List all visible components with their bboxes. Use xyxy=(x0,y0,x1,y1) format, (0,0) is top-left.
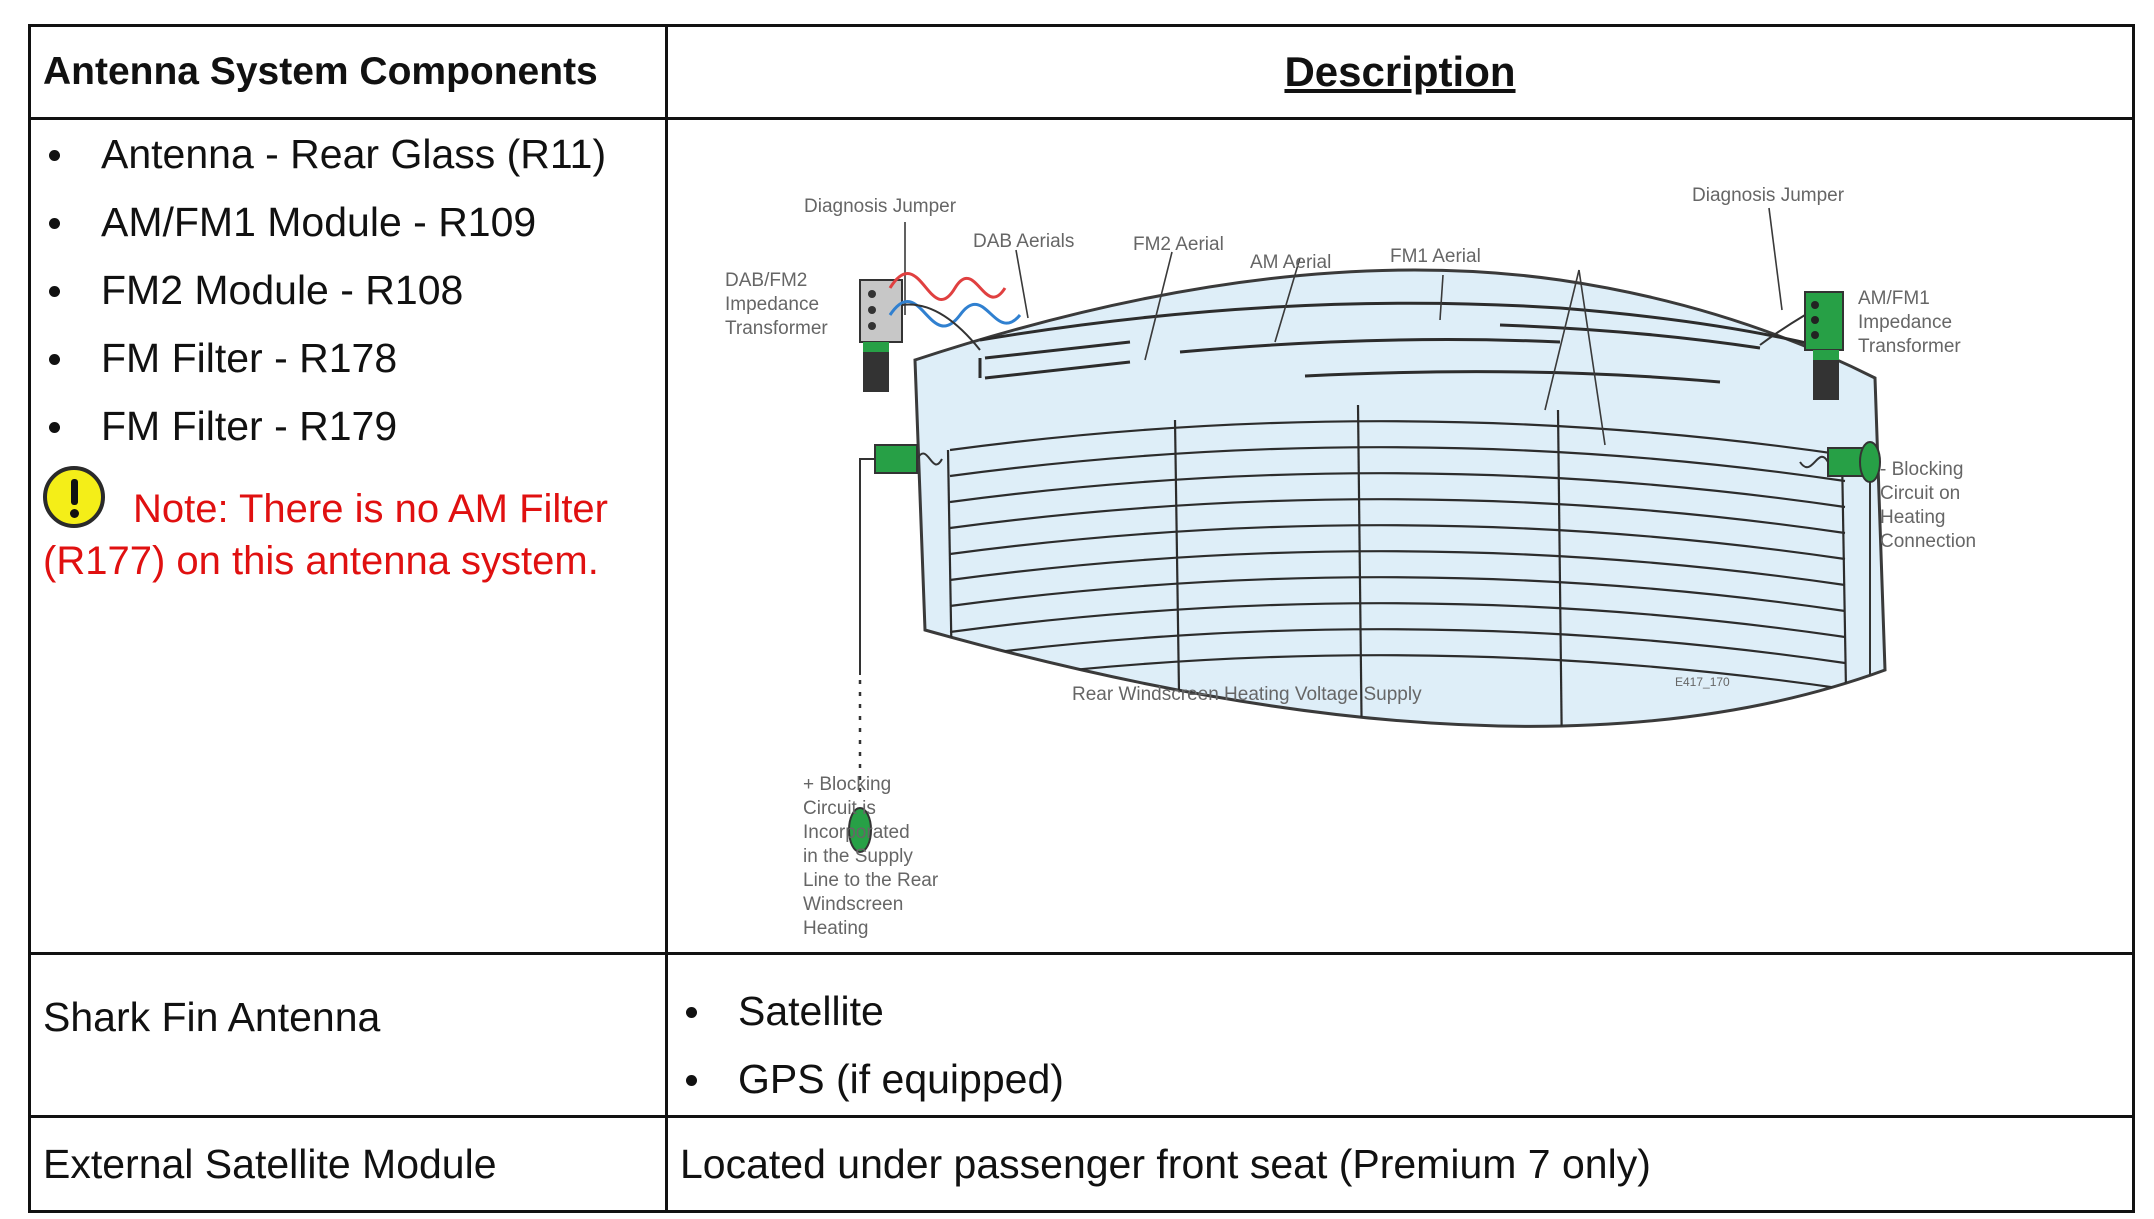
header-components: Antenna System Components xyxy=(28,24,668,120)
label-blocking-heating-line-4: Connection xyxy=(1880,531,1976,552)
warning-exclamation-icon xyxy=(43,466,105,528)
shark-fin-label-cell: Shark Fin Antenna xyxy=(28,952,668,1118)
label-blocking-supply-line-5: Line to the Rear xyxy=(803,870,939,891)
list-item: FM Filter - R178 xyxy=(43,324,653,392)
aerial-elements xyxy=(978,301,1816,384)
table-row-rear-glass: Antenna - Rear Glass (R11) AM/FM1 Module… xyxy=(28,117,2135,955)
label-am-fm1-line-1: AM/FM1 xyxy=(1858,288,1930,309)
left-filter-module xyxy=(848,444,943,853)
right-filter-module xyxy=(1799,441,1881,675)
components-list: Antenna - Rear Glass (R11) AM/FM1 Module… xyxy=(43,122,653,461)
note-block: Note: There is no AM Filter (R177) on th… xyxy=(43,466,653,587)
label-ref-code: E417_170 xyxy=(1675,675,1730,689)
table-row-external-satellite: External Satellite Module Located under … xyxy=(28,1115,2135,1213)
label-dab-aerials: DAB Aerials xyxy=(973,231,1074,252)
label-fm2-aerial: FM2 Aerial xyxy=(1133,234,1224,255)
external-satellite-desc-cell: Located under passenger front seat (Prem… xyxy=(665,1115,2135,1213)
diagram-cell: Diagnosis Jumper DAB Aerials FM2 Aerial … xyxy=(665,117,2135,955)
table-header-row: Antenna System Components Description xyxy=(28,24,2135,120)
wire-blue xyxy=(888,299,1022,328)
shark-fin-list: Satellite GPS (if equipped) xyxy=(680,957,2120,1114)
cable-right xyxy=(1759,314,1806,346)
header-description: Description xyxy=(665,24,2135,120)
shark-fin-label: Shark Fin Antenna xyxy=(43,994,381,1040)
label-blocking-supply-line-1: + Blocking xyxy=(803,774,891,795)
am-fm1-transformer-module xyxy=(1804,291,1844,400)
external-satellite-label-cell: External Satellite Module xyxy=(28,1115,668,1213)
label-blocking-supply-line-7: Heating xyxy=(803,918,869,939)
label-heating-supply: Rear Windscreen Heating Voltage Supply xyxy=(1072,684,1422,705)
label-dab-fm2-line-1: DAB/FM2 xyxy=(725,270,807,291)
list-item: Satellite xyxy=(680,977,2120,1045)
cable-left xyxy=(901,303,981,351)
label-am-fm1-line-2: Impedance xyxy=(1858,312,1952,333)
label-blocking-supply-line-2: Circuit is xyxy=(803,798,876,819)
list-item: FM Filter - R179 xyxy=(43,392,653,460)
note-line-1: Note: There is no AM Filter xyxy=(133,487,608,531)
label-dab-fm2-line-2: Impedance xyxy=(725,294,819,315)
external-satellite-desc: Located under passenger front seat (Prem… xyxy=(680,1140,1651,1187)
label-dab-fm2-line-3: Transformer xyxy=(725,318,828,339)
label-blocking-heating-line-2: Circuit on xyxy=(1880,483,1960,504)
label-blocking-supply-line-3: Incorporated xyxy=(803,822,910,843)
list-item: Antenna - Rear Glass (R11) xyxy=(43,122,653,189)
table-row-shark-fin: Shark Fin Antenna Satellite GPS (if equi… xyxy=(28,952,2135,1118)
list-item: FM2 Module - R108 xyxy=(43,256,653,324)
label-blocking-heating-line-1: - Blocking xyxy=(1880,459,1963,480)
label-blocking-supply-line-4: in the Supply xyxy=(803,846,913,867)
list-item: AM/FM1 Module - R109 xyxy=(43,188,653,256)
label-fm1-aerial: FM1 Aerial xyxy=(1390,246,1481,267)
components-cell: Antenna - Rear Glass (R11) AM/FM1 Module… xyxy=(28,117,668,955)
label-am-fm1-line-3: Transformer xyxy=(1858,336,1961,357)
label-am-aerial: AM Aerial xyxy=(1250,252,1331,273)
label-blocking-supply-line-6: Windscreen xyxy=(803,894,903,915)
rear-glass-antenna-diagram: Diagnosis Jumper DAB Aerials FM2 Aerial … xyxy=(680,122,2120,951)
label-blocking-heating-line-3: Heating xyxy=(1880,507,1946,528)
label-diagnosis-jumper-left: Diagnosis Jumper xyxy=(804,196,957,217)
external-satellite-label: External Satellite Module xyxy=(43,1140,497,1187)
antenna-components-table: Antenna System Components Description An… xyxy=(28,24,2135,1213)
label-diagnosis-jumper-right: Diagnosis Jumper xyxy=(1692,185,1845,206)
note-line-2: (R177) on this antenna system. xyxy=(43,539,599,583)
diagram-svg: Diagnosis Jumper DAB Aerials FM2 Aerial … xyxy=(725,185,1976,939)
dab-fm2-transformer-module xyxy=(859,279,903,392)
leader-lines xyxy=(904,207,1783,446)
wire-red xyxy=(888,272,1007,301)
shark-fin-desc-cell: Satellite GPS (if equipped) xyxy=(665,952,2135,1118)
list-item: GPS (if equipped) xyxy=(680,1045,2120,1113)
